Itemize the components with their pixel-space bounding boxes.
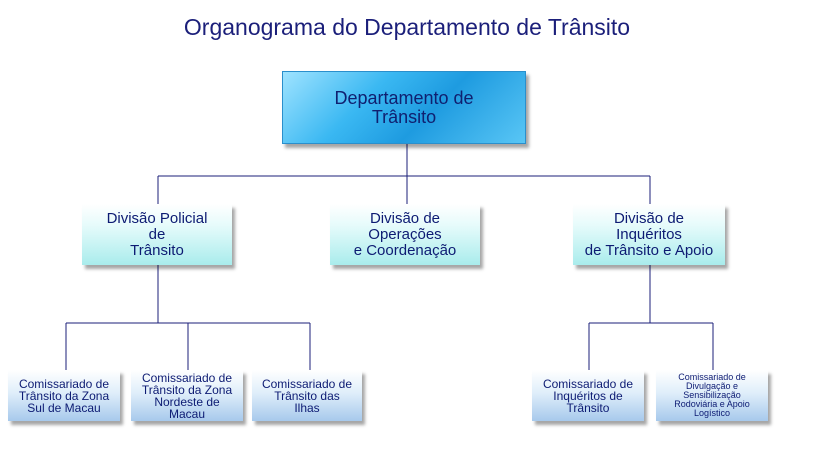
node-label: Comissariado de Divulgação e Sensibiliza…: [674, 372, 750, 418]
node-label: Comissariado de Inquéritos de Trânsito: [542, 376, 634, 415]
node-comissariado-nordeste: Comissariado de Trânsito da Zona Nordest…: [131, 370, 243, 421]
node-divisao-policial: Divisão Policial de Trânsito: [82, 204, 232, 265]
node-divisao-inqueritos: Divisão de Inquéritos de Trânsito e Apoi…: [573, 204, 725, 265]
node-comissariado-divulgacao: Comissariado de Divulgação e Sensibiliza…: [656, 370, 768, 421]
node-label: Comissariado de Trânsito da Zona Sul de …: [18, 376, 110, 415]
node-label: Comissariado de Trânsito das Ilhas: [261, 376, 353, 415]
node-label: Divisão de Inquéritos de Trânsito e Apoi…: [584, 209, 714, 259]
node-comissariado-sul: Comissariado de Trânsito da Zona Sul de …: [8, 370, 120, 421]
node-comissariado-inqueritos: Comissariado de Inquéritos de Trânsito: [532, 370, 644, 421]
node-comissariado-ilhas: Comissariado de Trânsito das Ilhas: [252, 370, 362, 421]
node-label: Divisão de Operações e Coordenação: [353, 209, 457, 259]
node-label: Departamento de Trânsito: [334, 87, 474, 127]
node-label: Comissariado de Trânsito da Zona Nordest…: [141, 370, 233, 421]
page-title: Organograma do Departamento de Trânsito: [183, 14, 631, 40]
node-departamento: Departamento de Trânsito: [282, 71, 526, 144]
node-label: Divisão Policial de Trânsito: [106, 209, 208, 259]
node-divisao-operacoes: Divisão de Operações e Coordenação: [330, 204, 480, 265]
